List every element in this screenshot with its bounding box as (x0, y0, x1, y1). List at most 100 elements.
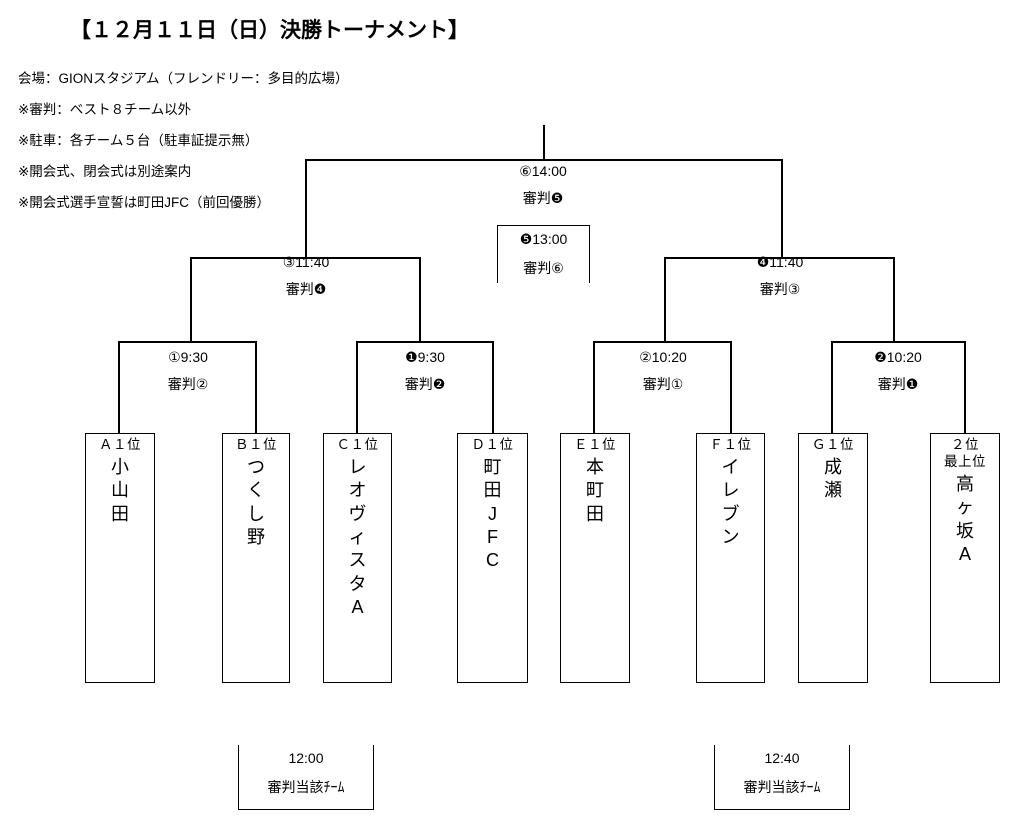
final-leg-left (305, 159, 307, 258)
third-place-time: ❺13:00 (519, 231, 568, 247)
semifinal-leg-2 (419, 257, 421, 342)
team-b-rank: Ｂ１位 (235, 437, 277, 452)
semifinal-left-referee: 審判❹ (285, 281, 327, 298)
page-title: 【１２月１１日（日）決勝トーナメント】 (70, 19, 469, 42)
team-leg-e (593, 341, 595, 433)
team-e-name: 本 町 田 (586, 456, 604, 526)
team-box-h[interactable]: ２位 最上位 高 ヶ 坂 A (930, 433, 1000, 683)
semifinal-left-time: ③11:40 (282, 254, 330, 270)
team-leg-c (356, 341, 358, 433)
team-e-char-2: 田 (586, 503, 604, 524)
team-h-char-2: 坂 (956, 520, 974, 541)
team-box-d[interactable]: Ｄ１位 町 田 J F C (457, 433, 528, 683)
round1-rail-3 (594, 341, 731, 343)
note-ceremony: ※開会式、閉会式は別途案内 (18, 164, 192, 179)
placement-right-time: 12:40 (764, 750, 800, 766)
round1-rail-1 (119, 341, 257, 343)
team-f-char-2: ブ (721, 503, 740, 524)
note-parking: ※駐車：各チーム５台（駐車証提示無） (18, 133, 259, 148)
third-place-box: ❺13:00 審判⑥ (497, 225, 590, 283)
team-b-char-3: 野 (247, 527, 265, 548)
team-b-char-0: つ (247, 456, 265, 477)
team-c-rank: Ｃ１位 (336, 437, 379, 452)
round1-1-referee: 審判② (167, 376, 209, 393)
team-leg-f (730, 341, 732, 433)
team-g-rank: Ｇ１位 (812, 437, 854, 452)
round1-rail-4 (832, 341, 965, 343)
team-f-char-1: レ (721, 480, 740, 501)
team-f-name: イ レ ブ ン (722, 456, 740, 550)
team-d-char-2: J (488, 503, 497, 524)
team-box-f[interactable]: Ｆ１位 イ レ ブ ン (696, 433, 765, 683)
semifinal-right-time: ❹11:40 (756, 254, 804, 270)
round1-4-referee: 審判❶ (877, 376, 919, 393)
team-a-char-1: 山 (111, 480, 129, 501)
team-box-e[interactable]: Ｅ１位 本 町 田 (560, 433, 630, 683)
note-oath: ※開会式選手宣誓は町田JFC（前回優勝） (18, 195, 271, 210)
team-b-name: つ く し 野 (247, 456, 265, 550)
note-referee: ※審判：ベスト８チーム以外 (18, 102, 192, 117)
semifinal-rail-left (191, 257, 421, 259)
round1-label-1: ①9:30 審判② (128, 349, 248, 393)
round1-2-referee: 審判❷ (404, 376, 446, 393)
team-c-char-5: タ (348, 573, 367, 594)
team-h-name: 高 ヶ 坂 A (956, 473, 974, 567)
placement-left-time: 12:00 (288, 750, 324, 766)
round1-label-3: ②10:20 審判① (603, 349, 723, 393)
team-leg-b (255, 341, 257, 433)
note-venue: 会場：GIONスタジアム（フレンドリー：多目的広場） (18, 71, 349, 86)
team-d-char-1: 田 (483, 480, 502, 501)
champion-stem (543, 125, 545, 160)
team-leg-a (118, 341, 120, 433)
team-e-char-1: 町 (586, 480, 604, 501)
team-b-char-2: し (247, 503, 265, 524)
team-box-c[interactable]: Ｃ１位 レ オ ヴ ィ ス タ A (323, 433, 392, 683)
team-h-char-0: 高 (956, 473, 974, 494)
team-f-char-3: ン (721, 527, 740, 548)
team-c-char-1: オ (348, 480, 367, 501)
semifinal-leg-1 (190, 257, 192, 342)
semifinal-right-referee: 審判③ (759, 281, 801, 298)
semifinal-leg-3 (664, 257, 666, 342)
team-b-char-1: く (247, 480, 265, 501)
team-g-char-0: 成 (824, 456, 842, 477)
placement-right-referee: 審判当該ﾁｰﾑ (743, 779, 821, 796)
team-e-char-0: 本 (586, 456, 604, 477)
team-g-name: 成 瀬 (824, 456, 842, 503)
placement-box-right: 12:40 審判当該ﾁｰﾑ (714, 745, 850, 810)
team-c-char-3: ィ (348, 527, 367, 548)
team-e-rank: Ｅ１位 (574, 437, 616, 452)
final-rail (306, 159, 782, 161)
third-place-referee: 審判⑥ (523, 260, 564, 277)
round1-1-time: ①9:30 (168, 349, 208, 365)
team-a-name: 小 山 田 (111, 456, 129, 526)
final-leg-right (781, 159, 783, 258)
semifinal-label-left: ③11:40 審判❹ (246, 254, 366, 298)
final-time: ⑥14:00 (519, 163, 567, 179)
team-g-char-1: 瀬 (824, 480, 842, 501)
team-box-b[interactable]: Ｂ１位 つ く し 野 (222, 433, 290, 683)
final-referee: 審判❺ (522, 190, 564, 207)
team-c-char-2: ヴ (348, 503, 367, 524)
round1-rail-2 (357, 341, 493, 343)
team-h-char-1: ヶ (956, 497, 974, 518)
team-leg-d (492, 341, 494, 433)
team-a-char-2: 田 (111, 503, 129, 524)
team-c-char-6: A (351, 597, 364, 618)
round1-3-time: ②10:20 (639, 349, 687, 365)
team-d-name: 町 田 J F C (484, 456, 502, 573)
team-d-char-4: C (486, 550, 499, 571)
team-c-name: レ オ ヴ ィ ス タ A (349, 456, 367, 620)
semifinal-rail-right (665, 257, 895, 259)
placement-left-referee: 審判当該ﾁｰﾑ (267, 779, 345, 796)
team-d-char-0: 町 (483, 456, 502, 477)
team-h-rank: ２位 (951, 437, 979, 452)
team-box-a[interactable]: Ａ１位 小 山 田 (85, 433, 155, 683)
round1-4-time: ❷10:20 (874, 349, 922, 365)
team-a-rank: Ａ１位 (99, 437, 141, 452)
team-c-char-0: レ (348, 456, 367, 477)
team-leg-g (831, 341, 833, 433)
team-h-rank2: 最上位 (944, 453, 986, 469)
round1-2-time: ❶9:30 (405, 349, 445, 365)
team-box-g[interactable]: Ｇ１位 成 瀬 (798, 433, 868, 683)
